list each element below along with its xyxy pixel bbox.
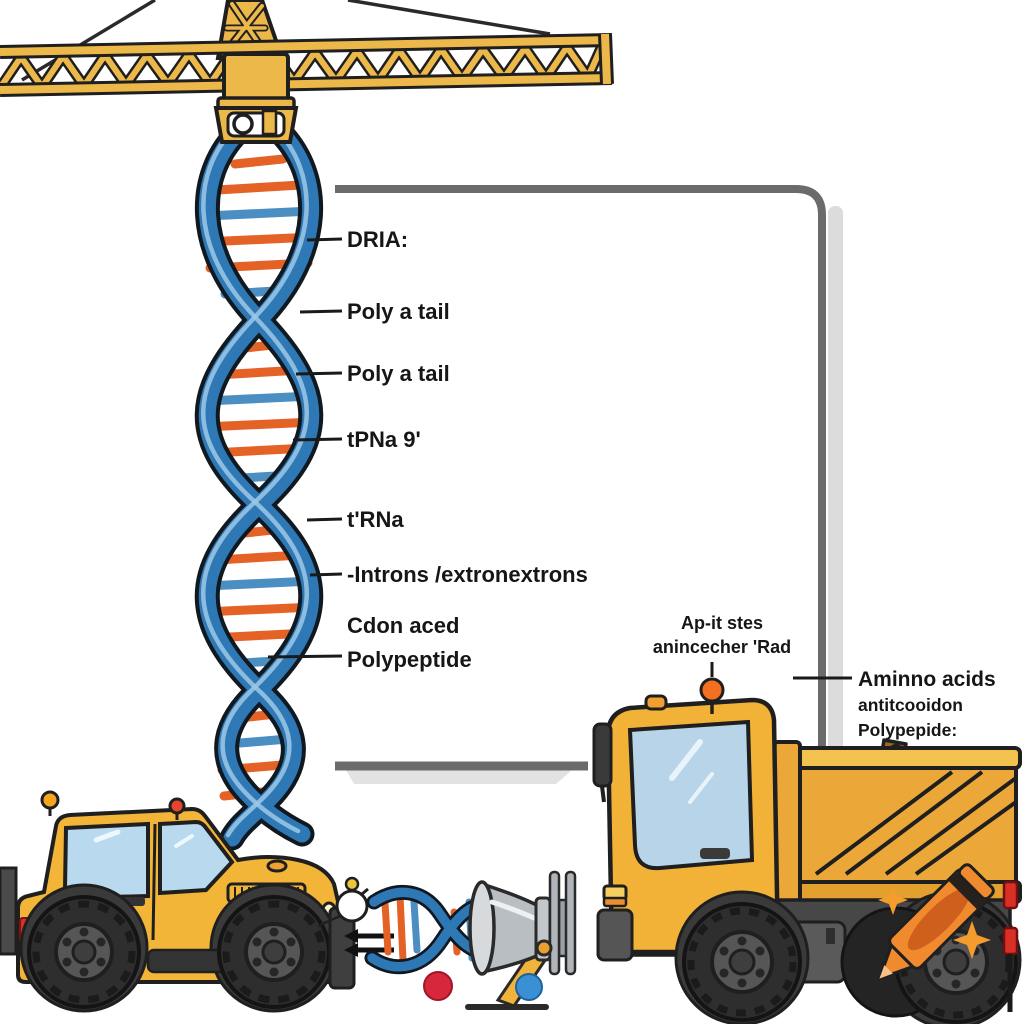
label-poly-a-tail-2: Poly a tail (347, 361, 450, 386)
megaphone-mouth (468, 880, 496, 976)
truck-antenna-ball (699, 677, 725, 703)
truck-mirror (592, 722, 613, 788)
truck-bumper (596, 908, 634, 962)
truck-wheel-front (682, 902, 802, 1022)
megaphone-icon (465, 870, 577, 1010)
truck-cab-marker-light (644, 694, 668, 711)
crane-cable-left (21, 0, 156, 82)
amber-beacon (40, 790, 60, 810)
stand-pivot (535, 939, 553, 957)
suv-wheel-front (217, 895, 331, 1009)
suv-hood-light (266, 859, 288, 873)
label-anticodon: antitcooidon (858, 695, 963, 715)
label-poly-a-tail-1: Poly a tail (347, 299, 450, 324)
translation-assembly (317, 870, 577, 1010)
label-callout-line2: anincecher 'Rad (653, 637, 791, 657)
label-callout-line1: Ap-it stes (681, 613, 763, 633)
panel-shadow-right (828, 206, 843, 762)
crayon-icon (877, 863, 995, 981)
label-trna: t'RNa (347, 507, 404, 532)
tower-crane (0, 0, 614, 144)
label-dna: DRIA: (347, 227, 408, 252)
hook-tab (261, 109, 278, 136)
helix-strands (194, 119, 324, 851)
callout-panel (335, 185, 843, 784)
truck-windshield (627, 719, 755, 871)
label-codon: Cdon aced (347, 613, 459, 638)
label-amino-acids: Aminno acids (858, 668, 996, 691)
dna-helix (194, 119, 324, 851)
panel-shadow-bottom (346, 770, 572, 784)
crane-jib (0, 33, 614, 97)
truck-tail-light-top (1002, 880, 1019, 910)
right-labels: Ap-it stes anincecher 'Rad Aminno acids … (653, 613, 996, 740)
red-dot (423, 971, 453, 1001)
sparkle-star-large (953, 921, 991, 959)
panel-border (335, 185, 826, 770)
suv-door-seam (151, 823, 157, 941)
stopwatch-icon (317, 876, 369, 928)
sparkle-star-small (878, 885, 908, 915)
crane-cable-right (347, 0, 551, 36)
suv-window-front (158, 819, 235, 896)
suv-truck (0, 790, 356, 1013)
hook-pulley (232, 113, 254, 135)
truck-tail-light-bottom (1002, 926, 1019, 956)
truck-door-handle (700, 848, 730, 859)
red-beacon (168, 797, 186, 815)
blue-dot (515, 973, 543, 1001)
label-polypeptide: Polypeptide (347, 647, 472, 672)
suv-rear-rack (0, 866, 18, 956)
label-lines (267, 237, 852, 680)
label-mrna: tPNa 9' (347, 427, 421, 452)
label-polypeptide-right: Polypepide: (858, 720, 957, 740)
helix-labels: DRIA: Poly a tail Poly a tail tPNa 9' t'… (347, 227, 588, 672)
label-introns-exons: -Introns /extronextrons (347, 562, 588, 587)
suv-wheel-rear (27, 895, 141, 1009)
